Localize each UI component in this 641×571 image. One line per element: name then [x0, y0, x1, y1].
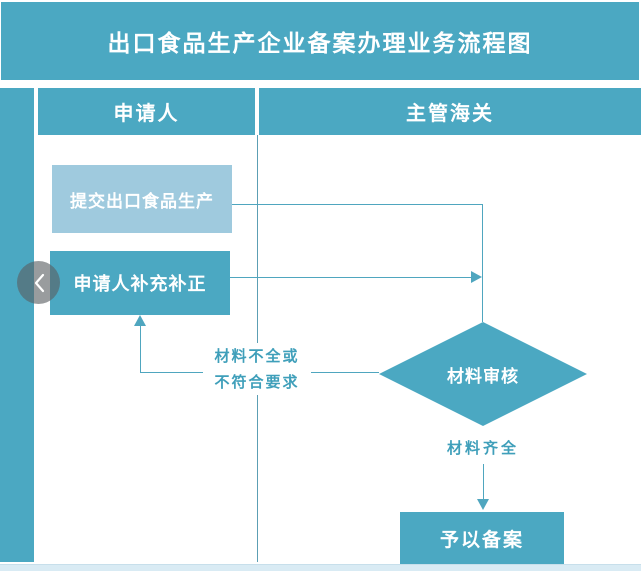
node-submit-label: 提交出口食品生产: [70, 191, 214, 212]
edge-label-incomplete-line1: 材料不全或: [214, 347, 300, 365]
node-submit: 提交出口食品生产: [52, 165, 232, 233]
arrowhead-right-icon: [471, 271, 482, 283]
left-accent-strip: [0, 88, 34, 562]
node-record-label: 予以备案: [439, 529, 524, 551]
bottom-divider-strip: [0, 564, 641, 571]
edge-label-incomplete: 材料不全或 不符合要求: [203, 343, 311, 395]
node-review-label: 材料审核: [447, 366, 519, 387]
carousel-prev-button[interactable]: [17, 261, 60, 304]
column-header-applicant-label: 申请人: [113, 101, 180, 125]
column-header-customs: 主管海关: [259, 88, 641, 135]
column-header-applicant: 申请人: [38, 88, 255, 135]
arrowhead-up-icon: [134, 315, 146, 326]
edge-submit-to-review-horizontal: [232, 204, 482, 205]
node-review-decision: 材料审核: [379, 322, 587, 426]
edge-review-to-supplement-vertical: [140, 324, 141, 372]
column-header-customs-label: 主管海关: [406, 101, 494, 125]
arrowhead-down-icon: [477, 499, 489, 510]
page-title: 出口食品生产企业备案办理业务流程图: [107, 31, 533, 57]
node-record: 予以备案: [400, 512, 564, 565]
node-supplement-label: 申请人补充补正: [73, 274, 207, 295]
edge-label-complete: 材料齐全: [428, 437, 538, 459]
edge-review-to-record: [483, 464, 484, 500]
edge-submit-to-review-vertical: [482, 204, 483, 322]
edge-supplement-to-review: [228, 277, 472, 278]
chevron-left-icon: [34, 273, 44, 292]
node-supplement: 申请人补充补正: [50, 251, 230, 315]
title-bar: 出口食品生产企业备案办理业务流程图: [1, 2, 639, 80]
edge-label-incomplete-line2: 不符合要求: [214, 373, 300, 391]
